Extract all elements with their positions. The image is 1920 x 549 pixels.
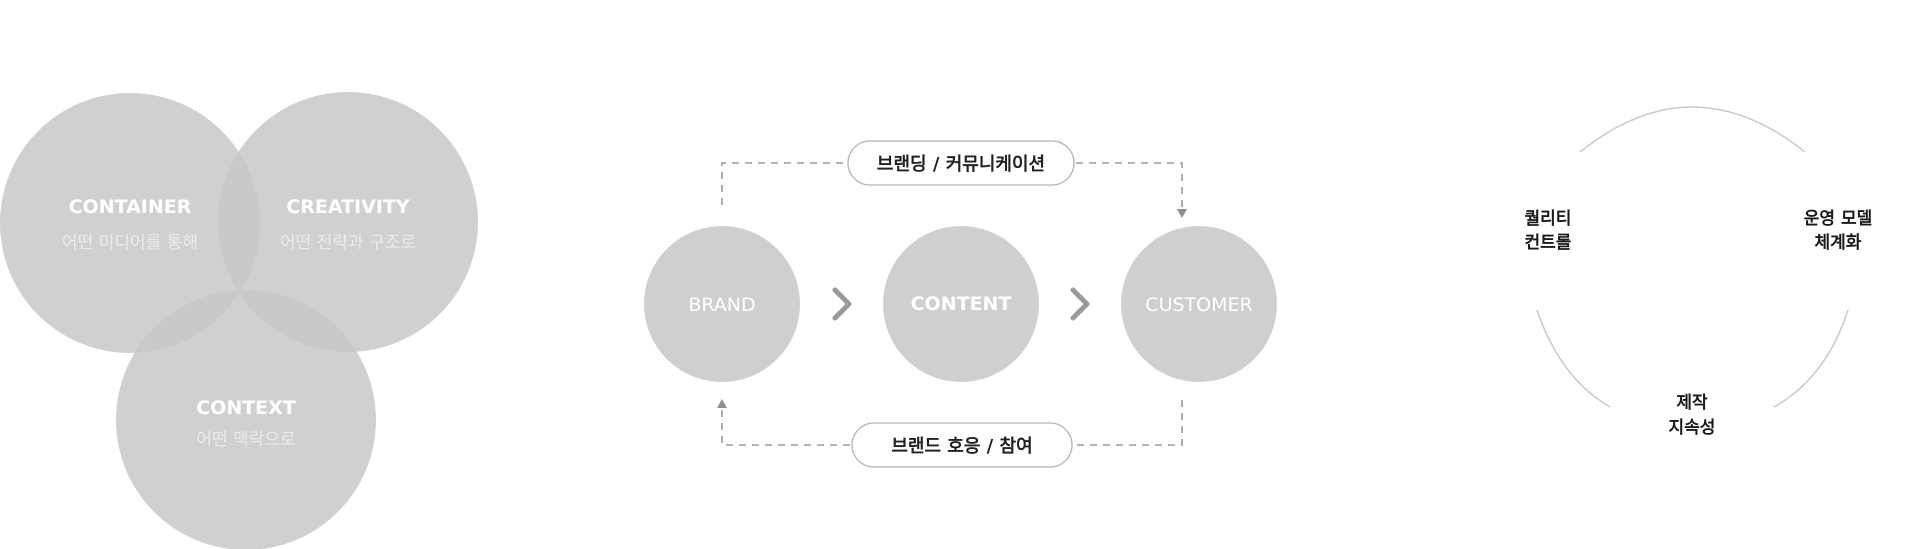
flow-bottom-dashed-line bbox=[721, 400, 1183, 446]
flow-node-customer-label: CUSTOMER bbox=[1145, 294, 1252, 316]
venn-creativity-title: CREATIVITY bbox=[286, 196, 410, 218]
venn-context-title: CONTEXT bbox=[196, 397, 296, 419]
flow-top-dashed-line bbox=[721, 162, 1183, 212]
flow-node-content-label: CONTENT bbox=[911, 293, 1012, 315]
flow-diagram: 브랜딩 / 커뮤니케이션 브랜드 호응 / 참여 BRAND CONTENT C… bbox=[644, 140, 1277, 468]
flow-bottom-pill bbox=[851, 422, 1073, 468]
cycle-bottom-line2: 지속성 bbox=[1669, 418, 1716, 438]
flow-top-pill bbox=[847, 140, 1075, 186]
cycle-left-line2: 컨트롤 bbox=[1525, 233, 1572, 253]
cycle-diagram: 퀄리티 컨트롤 운영 모델 체계화 제작 지속성 bbox=[1525, 106, 1872, 438]
venn-circle-context bbox=[116, 290, 376, 549]
flow-bottom-label: 브랜드 호응 / 참여 bbox=[891, 436, 1032, 457]
venn-context-subtitle: 어떤 맥락으로 bbox=[196, 430, 295, 450]
flow-node-brand-label: BRAND bbox=[688, 294, 755, 316]
venn-circle-creativity bbox=[218, 92, 478, 352]
venn-diagram: CONTAINER 어떤 미디어를 통해 CREATIVITY 어떤 전략과 구… bbox=[0, 92, 478, 549]
cycle-arc-bottom-left bbox=[1536, 309, 1611, 408]
venn-container-title: CONTAINER bbox=[69, 196, 192, 218]
flow-node-customer bbox=[1121, 226, 1277, 382]
cycle-right-line1: 운영 모델 bbox=[1804, 208, 1872, 229]
flow-top-arrowhead bbox=[1177, 209, 1187, 218]
flow-node-content bbox=[883, 226, 1039, 382]
flow-bottom-arrowhead bbox=[717, 399, 727, 408]
cycle-right-line2: 체계화 bbox=[1815, 233, 1862, 253]
venn-creativity-subtitle: 어떤 전략과 구조로 bbox=[280, 233, 416, 253]
venn-circle-container bbox=[0, 93, 260, 353]
flow-node-brand bbox=[644, 226, 800, 382]
cycle-arc-top bbox=[1579, 106, 1806, 153]
cycle-arc-bottom-right bbox=[1773, 309, 1849, 408]
venn-container-subtitle: 어떤 미디어를 통해 bbox=[62, 233, 198, 253]
cycle-left-line1: 퀄리티 bbox=[1525, 209, 1572, 229]
chevron-right-icon bbox=[1070, 287, 1090, 321]
cycle-bottom-line1: 제작 bbox=[1676, 393, 1708, 413]
flow-top-label: 브랜딩 / 커뮤니케이션 bbox=[877, 154, 1045, 175]
chevron-right-icon bbox=[832, 287, 852, 321]
